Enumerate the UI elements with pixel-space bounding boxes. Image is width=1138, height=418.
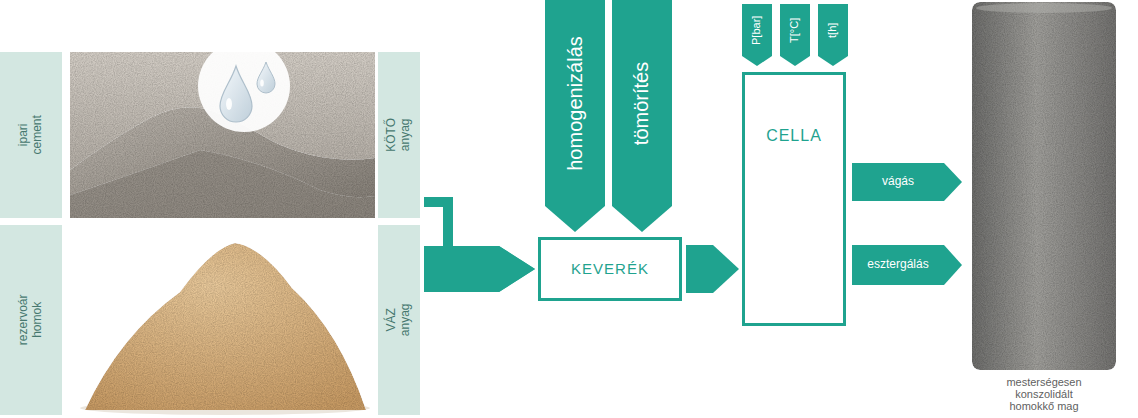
node-label: tömörítés (631, 61, 654, 144)
flow-arrow (686, 245, 739, 293)
node-label: KÖTŐ anyag (385, 110, 413, 160)
arrow-fill (545, 0, 605, 232)
arrow-head (499, 246, 535, 292)
node-label: KEVERÉK (571, 260, 649, 277)
parameter-arrow: T[°C] (780, 4, 810, 66)
sandstone-core (972, 2, 1116, 370)
drop-highlight (226, 98, 232, 110)
node-label: esztergálás (867, 258, 928, 272)
flow-arrow (424, 246, 535, 292)
arrow-head (499, 246, 535, 292)
arrow-fill (742, 4, 772, 66)
sand-photo (70, 225, 375, 415)
arrow-fill (818, 4, 848, 66)
drop-highlight (260, 80, 264, 87)
arrow-fill (852, 163, 962, 201)
node-label: CELLA (766, 127, 822, 145)
node-label: P[bar] (751, 15, 764, 44)
step-arrow: esztergálás (852, 245, 962, 285)
role-label: KÖTŐ anyag (378, 52, 420, 218)
sand-pile (85, 243, 366, 410)
cell-box: CELLA (742, 72, 846, 326)
node-label: homogenizálás (564, 36, 587, 171)
core-top (976, 3, 1112, 13)
material-label: ipari cement (0, 52, 62, 218)
role-label: VÁZ anyag (378, 225, 420, 415)
arrow-fill (852, 245, 962, 285)
photo-ground (70, 225, 375, 415)
material-label: rezervoár homok (0, 225, 62, 415)
water-drop (220, 66, 252, 122)
arrow-shaft (424, 246, 499, 292)
core-sample (972, 2, 1116, 370)
node-label: ipari cement (17, 109, 45, 161)
cement-photo (70, 52, 375, 218)
arrow-shaft (424, 202, 499, 269)
drop-badge (198, 52, 290, 132)
water-drop (257, 62, 275, 93)
node-label: rezervoár homok (17, 288, 45, 352)
parameter-arrow: t[h] (818, 4, 848, 66)
arrow-shaft (686, 245, 713, 293)
node-label: vágás (882, 175, 914, 189)
parameter-arrow: P[bar] (742, 4, 772, 66)
flow-arrow (424, 202, 535, 292)
arrow-head (713, 245, 739, 293)
process-box: KEVERÉK (538, 237, 682, 301)
process-arrow: tömörítés (612, 0, 672, 232)
node-label: T[°C] (789, 17, 802, 42)
process-arrow: homogenizálás (545, 0, 605, 232)
arrow-fill (780, 4, 810, 66)
caption-text: mesterségesen konszolidált homokkő mag (968, 376, 1120, 412)
arrow-fill (612, 0, 672, 232)
node-label: t[h] (827, 22, 840, 37)
node-label: VÁZ anyag (385, 295, 413, 345)
cement-pile-shade (70, 150, 375, 218)
step-arrow: vágás (852, 163, 962, 201)
